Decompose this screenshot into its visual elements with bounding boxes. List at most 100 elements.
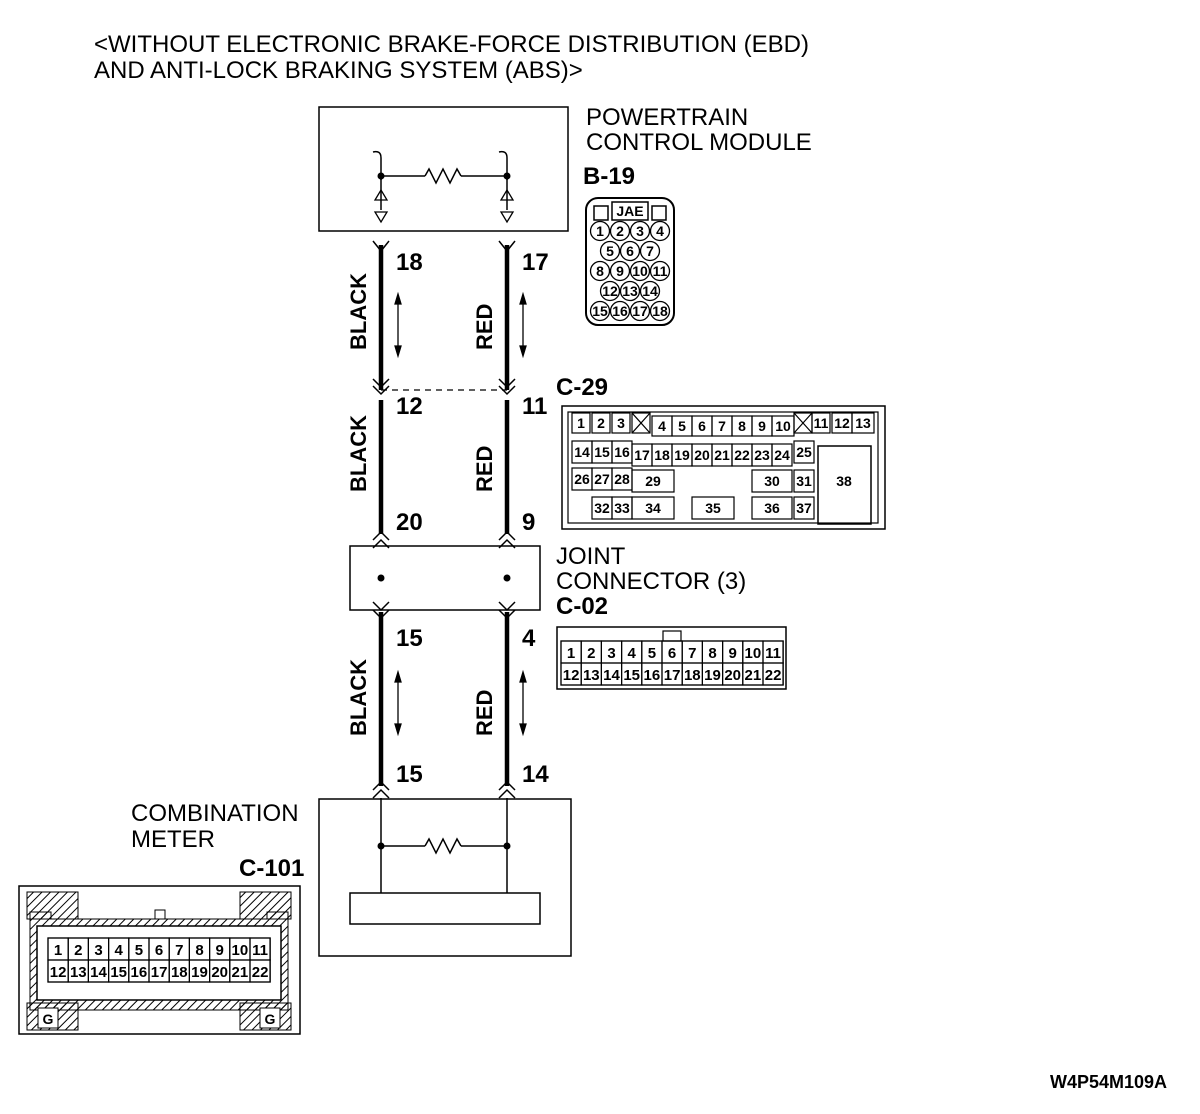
- c101-pin-label: 8: [195, 942, 203, 959]
- c101-pin-label: 3: [94, 942, 102, 959]
- c101-pin-label: 18: [171, 964, 188, 981]
- c02-pin-label: 3: [607, 645, 615, 662]
- c02-pin-label: 9: [729, 645, 737, 662]
- c101-ground-left: G: [43, 1011, 54, 1027]
- c29-blank-cavity: [631, 412, 651, 434]
- c02-pin-label: 5: [648, 645, 656, 662]
- c29-pin-cell: [851, 412, 875, 434]
- c02-pin-label: 10: [745, 645, 762, 662]
- c101-pin-label: 14: [90, 964, 107, 981]
- title-line-2: AND ANTI-LOCK BRAKING SYSTEM (ABS)>: [94, 57, 583, 84]
- title-line-1: <WITHOUT ELECTRONIC BRAKE-FORCE DISTRIBU…: [94, 31, 809, 58]
- c101-pin-cell: [249, 959, 271, 983]
- b19-pin-circle: [609, 220, 631, 242]
- wire-color-black-2: BLACK: [346, 415, 371, 492]
- c29-pin-label: 31: [796, 473, 812, 489]
- c02-pin-label: 21: [745, 667, 762, 684]
- c29-pin-label: 13: [855, 415, 871, 431]
- c101-pin-label: 9: [216, 942, 224, 959]
- c29-pin-cell: [793, 469, 815, 493]
- wire-color-red-1: RED: [472, 304, 497, 350]
- pin-b19-18: 18: [396, 249, 423, 276]
- b19-pin-circle: [619, 240, 641, 262]
- c29-pin-label: 24: [774, 447, 790, 463]
- pin-c02-4: 4: [522, 625, 536, 652]
- c101-pin-label: 20: [211, 964, 228, 981]
- c02-pin-label: 20: [724, 667, 741, 684]
- b19-pin-circle: [649, 220, 671, 242]
- b19-pin-label: 16: [612, 303, 628, 319]
- b19-pin-circle: [629, 300, 651, 322]
- c29-pin-label: 8: [738, 418, 746, 434]
- joint-name-line-1: JOINT: [556, 543, 626, 570]
- c101-pin-label: 17: [151, 964, 168, 981]
- c29-pin-cell: [751, 496, 793, 520]
- b19-pin-circle: [599, 240, 621, 262]
- b19-pin-circle: [649, 300, 671, 322]
- c29-pin-label: 14: [574, 444, 590, 460]
- c29-pin-label: 11: [814, 415, 829, 431]
- pin-c101-15: 15: [396, 761, 423, 788]
- b19-pin-label: 1: [596, 223, 604, 239]
- c29-pin-label: 10: [775, 418, 791, 434]
- c02-pin-label: 4: [628, 645, 637, 662]
- c29-pin-label: 16: [614, 444, 630, 460]
- c29-pin-label: 2: [597, 415, 605, 431]
- b19-pin-label: 7: [646, 243, 654, 259]
- pin-c02-15: 15: [396, 625, 423, 652]
- c101-pin-label: 7: [175, 942, 183, 959]
- c29-pin-label: 29: [645, 473, 661, 489]
- wire-color-red-3: RED: [472, 690, 497, 736]
- b19-pin-label: 10: [632, 263, 648, 279]
- c101-pin-label: 4: [115, 942, 124, 959]
- wire-color-red-2: RED: [472, 446, 497, 492]
- c101-pin-label: 1: [54, 942, 62, 959]
- c101-pin-label: 10: [232, 942, 249, 959]
- c101-pin-label: 21: [232, 964, 249, 981]
- meter-connector-id: C-101: [239, 855, 304, 882]
- pcm-connector-id: B-19: [583, 163, 635, 190]
- c29-pin-label: 33: [614, 500, 630, 516]
- pin-c29-12: 12: [396, 393, 423, 420]
- b19-pin-circle: [589, 260, 611, 282]
- c29-pin-label: 36: [764, 500, 780, 516]
- meter-name-line-2: METER: [131, 826, 215, 853]
- b19-pin-label: 15: [592, 303, 608, 319]
- c101-pin-label: 16: [131, 964, 148, 981]
- c02-pin-label: 22: [765, 667, 782, 684]
- wire-color-black-1: BLACK: [346, 273, 371, 350]
- pcm-name-line-1: POWERTRAIN: [586, 104, 748, 131]
- b19-pin-circle: [589, 300, 611, 322]
- b19-pin-circle: [589, 220, 611, 242]
- c29-connector-id: C-29: [556, 374, 608, 401]
- pin-c101-14: 14: [522, 761, 549, 788]
- b19-pin-circle: [599, 280, 621, 302]
- c29-pin-label: 26: [574, 471, 590, 487]
- c29-pin-label: 25: [796, 444, 812, 460]
- c02-pin-label: 19: [704, 667, 721, 684]
- b19-pin-label: 14: [642, 283, 658, 299]
- c101-pin-label: 19: [191, 964, 208, 981]
- wire-color-black-3: BLACK: [346, 659, 371, 736]
- b19-pin-circle: [609, 260, 631, 282]
- c29-pin-label: 32: [594, 500, 610, 516]
- joint-name-line-2: CONNECTOR (3): [556, 568, 746, 595]
- c02-pin-label: 15: [623, 667, 640, 684]
- pcm-module: [318, 106, 569, 232]
- b19-pin-circle: [639, 280, 661, 302]
- c29-pin-cell: [631, 496, 675, 520]
- c02-pin-label: 11: [765, 645, 781, 662]
- c29-pin-cell: [793, 496, 815, 520]
- c101-pin-label: 15: [110, 964, 127, 981]
- c101-pin-label: 2: [74, 942, 82, 959]
- c29-pin-label: 17: [634, 447, 650, 463]
- c02-pin-label: 17: [664, 667, 681, 684]
- c29-blank-cavity: [793, 412, 813, 434]
- c29-pin-label: 23: [754, 447, 770, 463]
- c101-pin-label: 13: [70, 964, 87, 981]
